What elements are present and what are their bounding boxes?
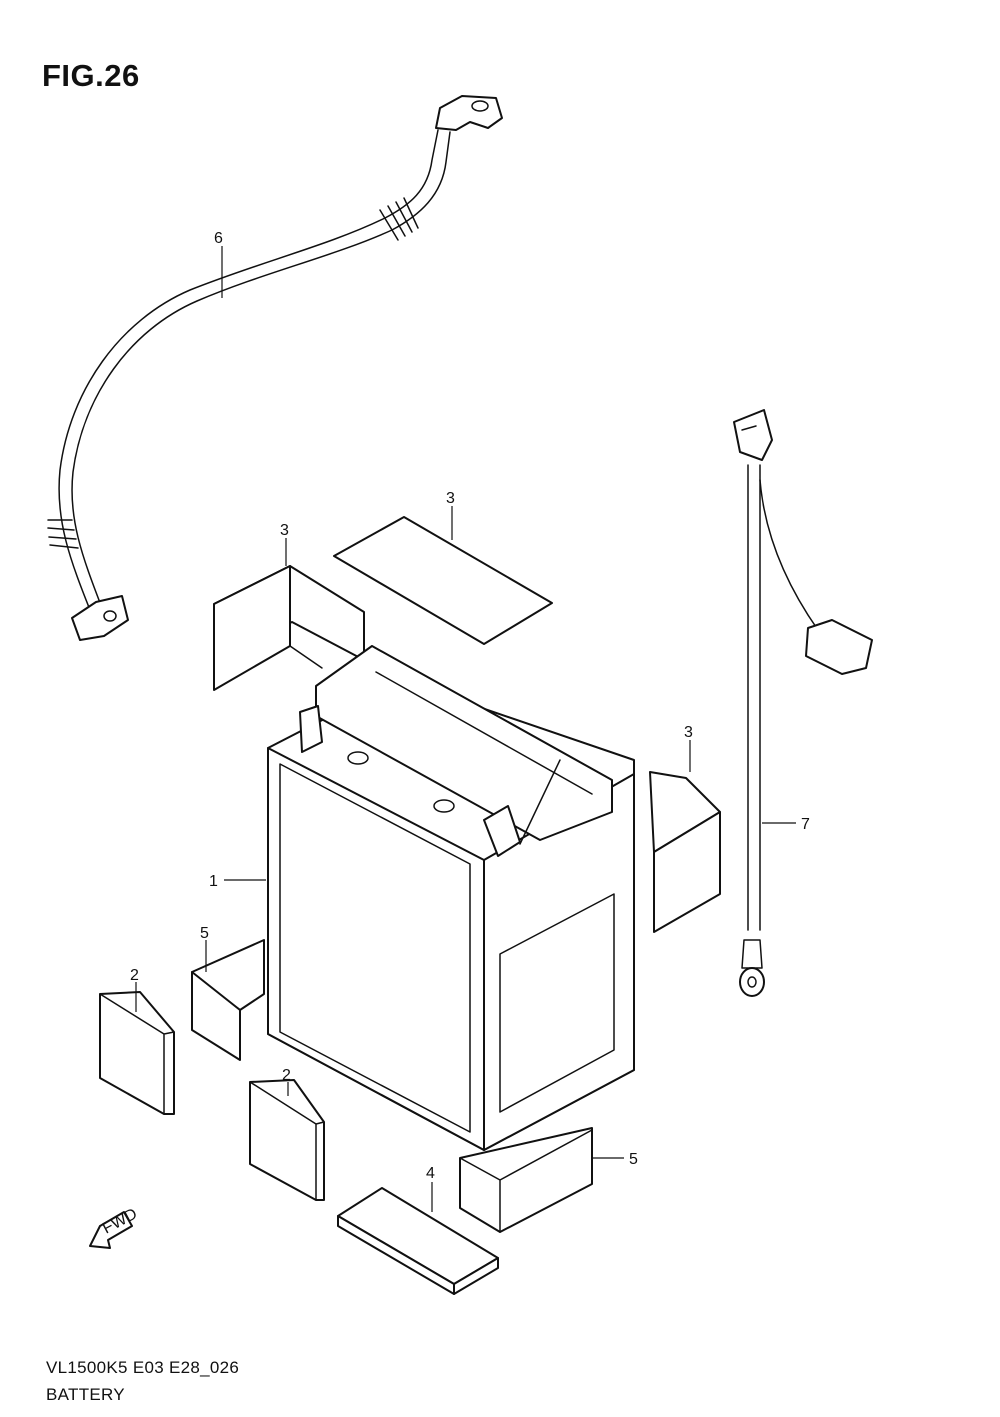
pad-5-right	[459, 1127, 593, 1233]
callout-3-left: 3	[280, 522, 289, 539]
callout-7: 7	[801, 816, 810, 833]
pad-3-top	[333, 516, 553, 645]
spacer-2-center	[249, 1079, 325, 1201]
model-code: VL1500K5 E03 E28_026	[46, 1358, 240, 1377]
battery-1	[267, 645, 635, 1151]
diagram-name: BATTERY	[46, 1385, 125, 1404]
battery-cable-6	[47, 95, 503, 641]
figure-title: FIG.26	[42, 58, 140, 93]
pad-3-right	[649, 771, 721, 933]
fwd-arrow-icon: FWD	[89, 1205, 140, 1249]
callout-6: 6	[214, 230, 223, 247]
callout-5-right: 5	[629, 1151, 638, 1168]
callout-4: 4	[426, 1165, 435, 1182]
pad-5-left	[191, 939, 265, 1061]
callout-3-top: 3	[446, 490, 455, 507]
plate-4	[337, 1187, 499, 1295]
callout-1: 1	[209, 873, 218, 890]
pad-3-left	[213, 565, 365, 691]
callout-2-center: 2	[282, 1067, 291, 1084]
callout-2-left: 2	[130, 967, 139, 984]
callout-5-left: 5	[200, 925, 209, 942]
battery-lead-7	[733, 409, 873, 997]
spacer-2-left	[99, 991, 175, 1115]
callout-3-right: 3	[684, 724, 693, 741]
